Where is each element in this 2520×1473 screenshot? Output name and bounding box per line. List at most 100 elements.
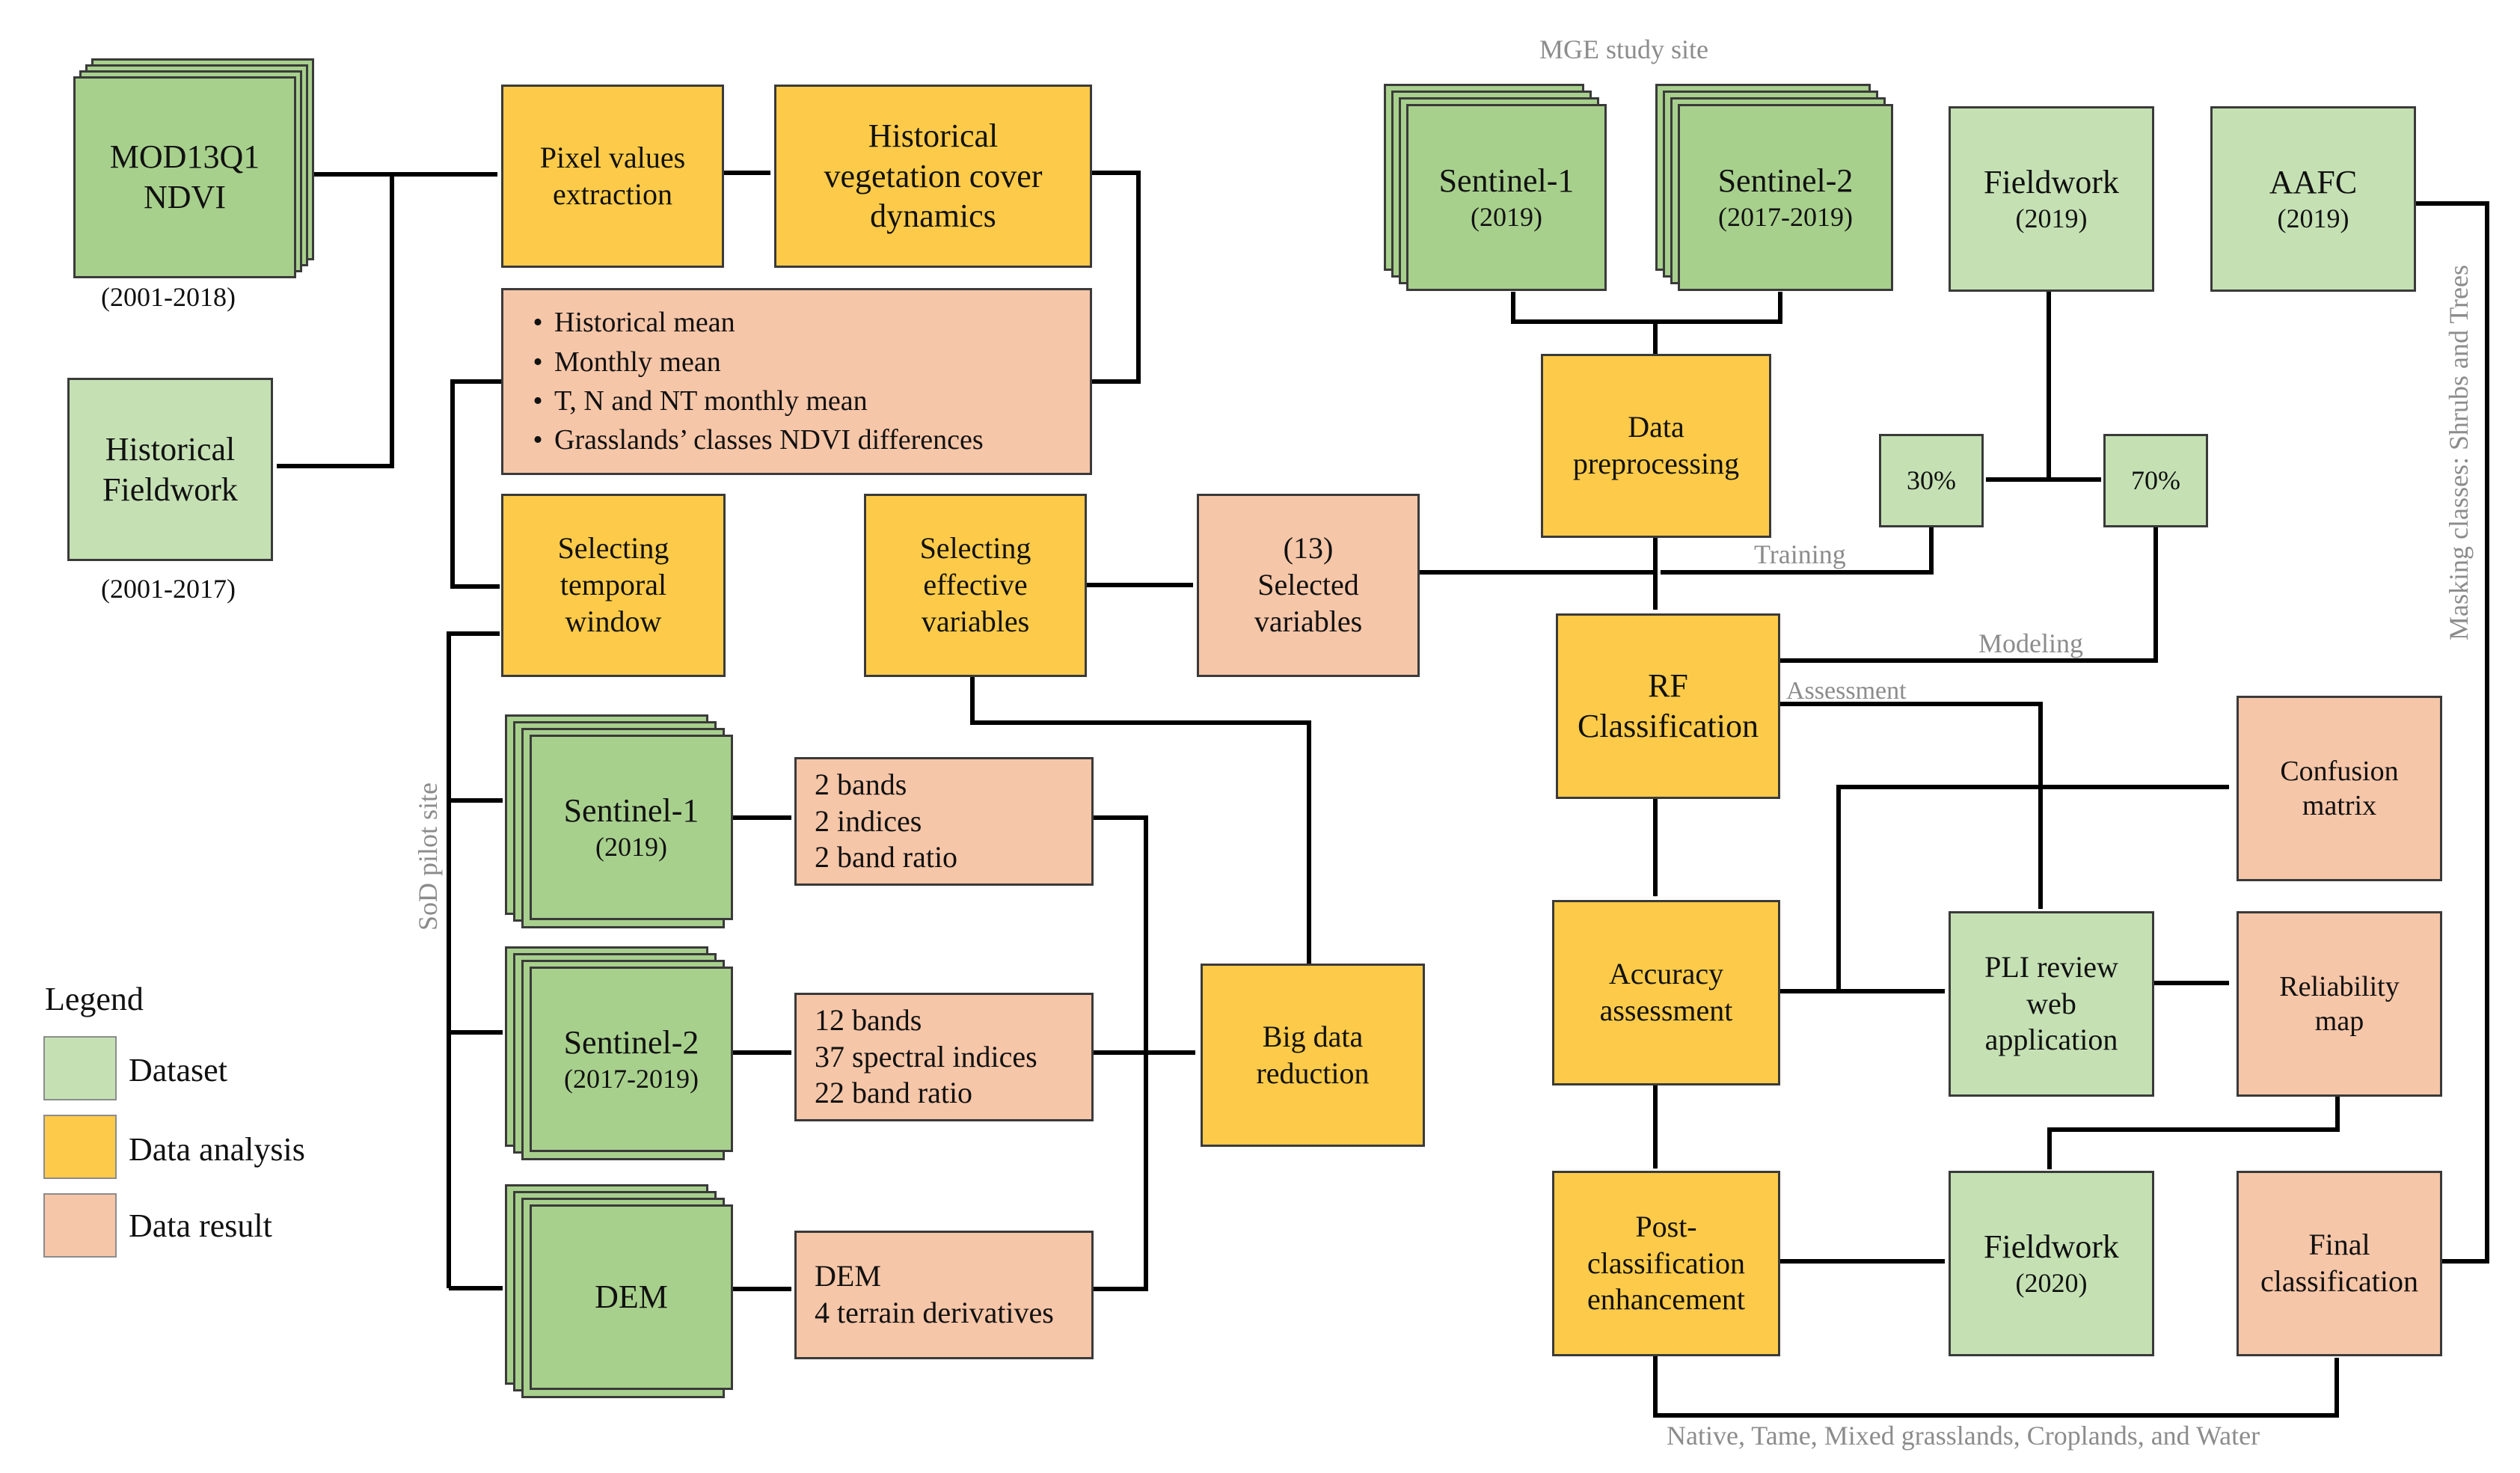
final-line1: Final <box>2308 1228 2370 1262</box>
data-preprocessing-box: Data preprocessing <box>1541 354 1771 538</box>
field2019-name: Fieldwork <box>1984 164 2119 201</box>
sod-s1-name: Sentinel-1 <box>563 792 699 830</box>
accuracy-line2: assessment <box>1599 993 1733 1027</box>
mge-s2-years: (2017-2019) <box>1718 201 1853 232</box>
temporal-line2: temporal <box>560 568 667 602</box>
pli-review-app-box: PLI review web application <box>1949 911 2154 1097</box>
connector-hvcd-to-means <box>1086 171 1141 384</box>
connector-30pct-training <box>1660 527 1934 575</box>
mod13q1-line1: MOD13Q1 <box>109 138 260 176</box>
mge-sentinel2-dataset: Sentinel-2 (2017-2019) <box>1678 104 1893 291</box>
dem-variables-result: DEM 4 terrain derivatives <box>794 1231 1094 1359</box>
connector-post-to-final <box>1653 1354 2339 1418</box>
mge-s2-name: Sentinel-2 <box>1717 162 1854 200</box>
connector-histfield-to-pixel <box>277 172 498 468</box>
effective-line1: Selecting <box>919 531 1031 566</box>
selected-line2: Selected <box>1257 568 1359 602</box>
modeling-label: Modeling <box>1978 628 2083 658</box>
aafc-name: AAFC <box>2269 164 2358 201</box>
aafc-dataset: AAFC (2019) <box>2210 106 2416 292</box>
s2-res-line: 12 bands <box>815 1002 922 1037</box>
means-item: T, N and NT monthly mean <box>521 382 868 420</box>
confusion-line1: Confusion <box>2280 755 2399 787</box>
field2020-years: (2020) <box>2015 1267 2088 1298</box>
final-line2: classification <box>2260 1264 2419 1298</box>
historical-fieldwork-years: (2001-2017) <box>101 574 236 604</box>
historical-vegetation-dynamics-box: Historical vegetation cover dynamics <box>774 85 1092 268</box>
reliability-map-box: Reliability map <box>2237 911 2442 1097</box>
s1-res-line: 2 band ratio <box>815 840 958 875</box>
sod-s2-years: (2017-2019) <box>564 1063 699 1094</box>
post-line3: enhancement <box>1587 1282 1745 1317</box>
preproc-line1: Data <box>1628 410 1684 444</box>
sod-sentinel2-dataset: Sentinel-2 (2017-2019) <box>530 967 733 1152</box>
ndvi-means-result-box: Historical mean Monthly mean T, N and NT… <box>501 288 1092 475</box>
sentinel2-variables-result: 12 bands 37 spectral indices 22 band rat… <box>794 993 1094 1121</box>
sod-dem-name: DEM <box>595 1278 668 1316</box>
big-data-reduction-box: Big data reduction <box>1201 964 1425 1147</box>
mge-s1-name: Sentinel-1 <box>1438 162 1575 200</box>
historical-fieldwork-line1: Historical <box>105 430 236 468</box>
final-classification-box: Final classification <box>2237 1171 2442 1356</box>
training-label: Training <box>1754 539 1846 569</box>
historical-fieldwork-dataset: Historical Fieldwork <box>67 378 273 561</box>
sod-s2-name: Sentinel-2 <box>563 1024 699 1062</box>
masking-classes-label: Masking classes: Shrubs and Trees <box>2444 265 2474 640</box>
pixel-line1: Pixel values <box>539 140 686 174</box>
hvcd-line1: Historical <box>868 117 999 154</box>
s1-res-line: 2 bands <box>815 767 907 801</box>
pixel-line2: extraction <box>553 177 672 211</box>
s2-res-line: 37 spectral indices <box>815 1039 1037 1074</box>
sod-pilot-site-label: SoD pilot site <box>413 782 444 931</box>
pli-line1: PLI review <box>1984 949 2118 984</box>
temporal-line3: window <box>565 604 662 638</box>
reliability-line2: map <box>2314 1005 2364 1037</box>
connector-70pct-modeling <box>1776 527 2158 663</box>
historical-fieldwork-line2: Fieldwork <box>102 471 238 508</box>
effective-line3: variables <box>921 604 1030 638</box>
field2019-years: (2019) <box>2015 203 2088 233</box>
legend-title: Legend <box>45 981 144 1017</box>
connector-rf-to-pli <box>1776 702 2043 910</box>
mge-study-site-label: MGE study site <box>1539 34 1709 64</box>
legend-label-result: Data result <box>129 1207 272 1244</box>
legend-label-analysis: Data analysis <box>129 1131 305 1168</box>
post-line2: classification <box>1587 1246 1746 1280</box>
hvcd-line3: dynamics <box>870 197 996 235</box>
connector-accuracy-to-confusion <box>1773 785 2230 993</box>
legend-label-dataset: Dataset <box>129 1052 227 1088</box>
rf-line2: Classification <box>1578 708 1759 744</box>
bigdata-line2: reduction <box>1256 1056 1370 1090</box>
mod13q1-years: (2001-2018) <box>101 282 236 312</box>
post-line1: Post- <box>1635 1209 1697 1243</box>
fieldwork-2020-dataset: Fieldwork (2020) <box>1949 1171 2154 1356</box>
rf-classification-box: RF Classification <box>1556 613 1780 799</box>
accuracy-line1: Accuracy <box>1608 957 1724 991</box>
dem-res-line: DEM <box>815 1259 881 1293</box>
bigdata-line1: Big data <box>1262 1019 1364 1053</box>
sod-dem-dataset: DEM <box>530 1204 733 1390</box>
s2-res-line: 22 band ratio <box>815 1076 973 1110</box>
mge-s1-years: (2019) <box>1471 201 1542 232</box>
selected-line3: variables <box>1254 604 1363 638</box>
legend-swatch-result <box>43 1193 117 1258</box>
dem-res-line: 4 terrain derivatives <box>815 1296 1054 1329</box>
accuracy-assessment-box: Accuracy assessment <box>1552 900 1780 1085</box>
connector-reliability-to-field2020 <box>2047 1094 2340 1170</box>
sod-sentinel1-dataset: Sentinel-1 (2019) <box>530 735 733 920</box>
legend-swatch-analysis <box>43 1115 117 1179</box>
connector-aafc-to-final <box>2416 201 2489 1264</box>
sod-s1-years: (2019) <box>595 831 667 862</box>
aafc-years: (2019) <box>2277 203 2349 233</box>
mod13q1-line2: NDVI <box>144 179 226 215</box>
training-split-30: 30% <box>1879 434 1984 527</box>
connector-temporal-trunk <box>447 631 500 1288</box>
temporal-line1: Selecting <box>557 531 669 566</box>
field2020-name: Fieldwork <box>1984 1228 2119 1266</box>
s1-res-line: 2 indices <box>815 803 922 838</box>
post-classification-enhancement-box: Post- classification enhancement <box>1552 1171 1780 1356</box>
pixel-values-extraction-box: Pixel values extraction <box>501 85 724 268</box>
connector-bigdata-to-effective <box>970 676 1311 964</box>
pli-line2: web <box>2026 986 2076 1020</box>
